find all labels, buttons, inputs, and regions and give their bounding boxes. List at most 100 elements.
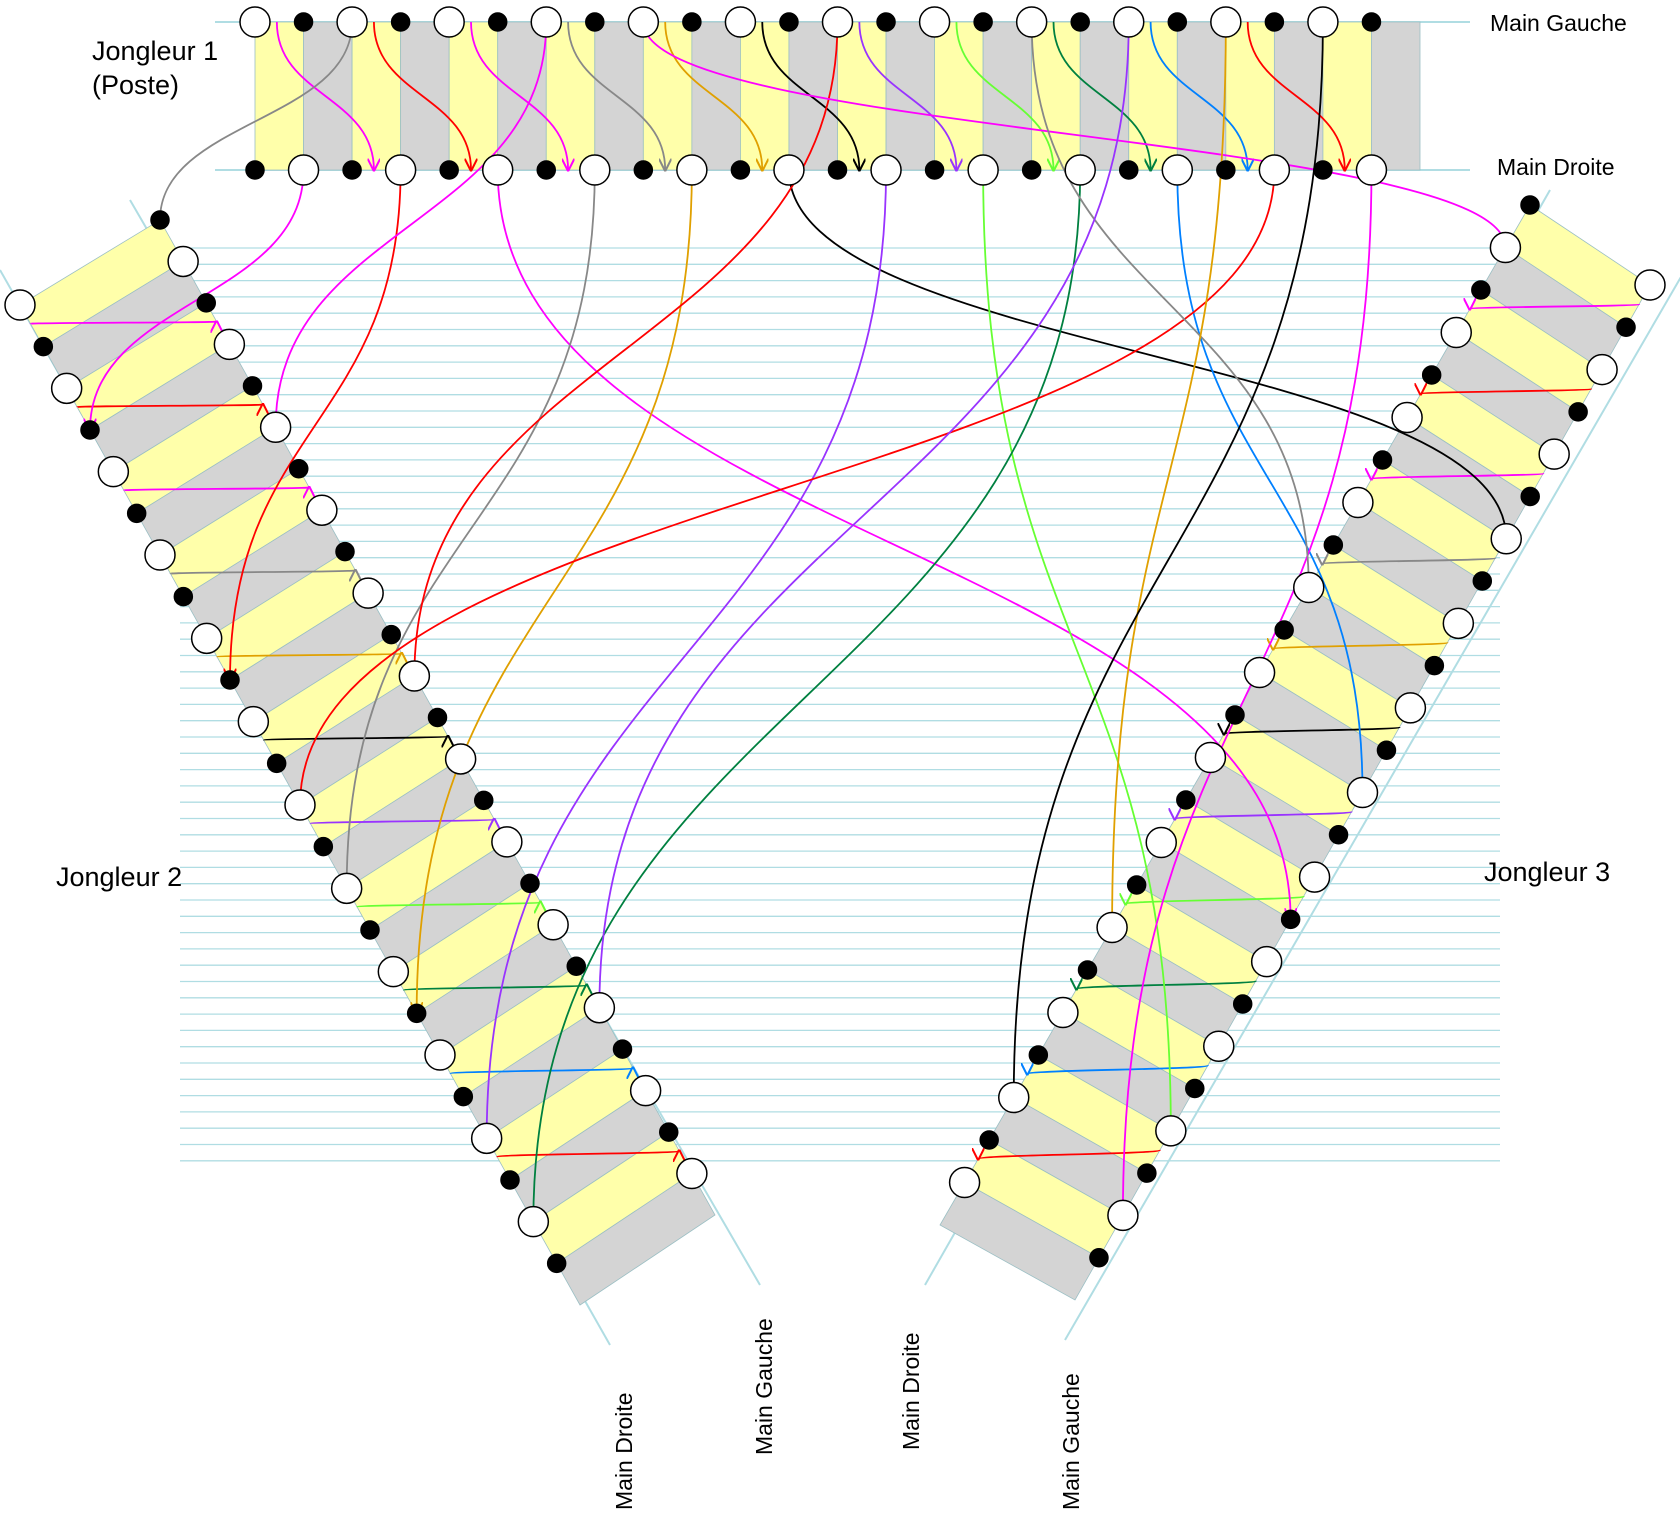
throw-circle bbox=[1210, 6, 1242, 38]
catch-dot bbox=[682, 12, 702, 32]
catch-dot bbox=[289, 459, 309, 479]
throw-arc bbox=[1012, 22, 1323, 1098]
j1-beat-band bbox=[1322, 21, 1372, 171]
throw-arc bbox=[1027, 1065, 1209, 1074]
throw-arc bbox=[159, 22, 352, 221]
catch-dot bbox=[1372, 450, 1393, 470]
catch-dot bbox=[335, 541, 355, 562]
catch-dot bbox=[1028, 1045, 1049, 1065]
j1-beat-band bbox=[594, 21, 644, 171]
throw-arc bbox=[598, 22, 1128, 1008]
throw-circle bbox=[1096, 911, 1128, 944]
throw-arc bbox=[90, 169, 305, 430]
throw-arc bbox=[1111, 22, 1226, 928]
catch-dot bbox=[293, 12, 314, 32]
throw-circle bbox=[629, 1074, 662, 1107]
throw-arc bbox=[309, 819, 495, 824]
throw-circle bbox=[190, 622, 223, 655]
catch-dot bbox=[1376, 740, 1397, 760]
j1-right-hand-label: Main Droite bbox=[1497, 154, 1615, 180]
throw-circle bbox=[1145, 826, 1177, 859]
throw-circle bbox=[1155, 1115, 1187, 1147]
throw-circle bbox=[1586, 353, 1618, 386]
catch-dot bbox=[827, 160, 848, 180]
throw-circle bbox=[1113, 6, 1145, 38]
throw-circle bbox=[444, 743, 477, 775]
throw-arc bbox=[643, 22, 1507, 248]
catch-dot bbox=[779, 12, 799, 32]
catch-dot bbox=[1126, 875, 1147, 895]
throw-arc bbox=[788, 169, 1506, 539]
catch-dot bbox=[487, 12, 508, 32]
catch-dot bbox=[1137, 1163, 1157, 1183]
catch-dot bbox=[390, 12, 411, 32]
j1-beat-band bbox=[497, 21, 547, 171]
catch-dot bbox=[566, 956, 586, 976]
catch-dot bbox=[1421, 365, 1442, 385]
throw-arc bbox=[1371, 473, 1545, 479]
catch-dot bbox=[1021, 160, 1042, 180]
j1-beat-band bbox=[303, 21, 353, 171]
throw-circle bbox=[1250, 945, 1283, 978]
j1-beat-band bbox=[1225, 21, 1275, 171]
throw-arc bbox=[417, 169, 693, 1013]
throw-circle bbox=[530, 6, 562, 38]
catch-dot bbox=[1119, 160, 1139, 180]
throw-arc bbox=[76, 404, 263, 407]
throw-circle bbox=[352, 577, 384, 609]
throw-arc bbox=[1176, 169, 1362, 793]
catch-dot bbox=[546, 1253, 567, 1274]
catch-dot bbox=[381, 624, 401, 645]
throw-circle bbox=[1442, 607, 1475, 640]
catch-dot bbox=[1361, 12, 1382, 32]
throw-arc bbox=[858, 21, 956, 170]
throw-arc bbox=[1052, 21, 1151, 170]
throw-circle bbox=[1538, 438, 1570, 470]
catch-dot bbox=[612, 1039, 633, 1059]
catch-dot bbox=[313, 836, 334, 857]
throw-circle bbox=[1161, 154, 1194, 186]
throw-arc bbox=[1224, 727, 1401, 734]
j3-right-hand-label: Main Droite bbox=[898, 1332, 924, 1450]
throw-circle bbox=[384, 154, 417, 186]
catch-dot bbox=[150, 210, 170, 230]
j2-right-hand-label: Main Droite bbox=[611, 1392, 637, 1510]
throw-circle bbox=[1394, 692, 1427, 724]
throw-arc bbox=[1322, 558, 1497, 564]
throw-circle bbox=[97, 455, 130, 488]
throw-circle bbox=[870, 154, 902, 186]
throw-arc bbox=[262, 736, 448, 740]
catch-dot bbox=[979, 1130, 999, 1150]
throw-arc bbox=[978, 1150, 1161, 1159]
catch-dot bbox=[406, 1003, 427, 1024]
throw-circle bbox=[481, 154, 514, 186]
throw-circle bbox=[287, 154, 320, 186]
catch-dot bbox=[266, 753, 287, 774]
catch-dot bbox=[342, 160, 362, 180]
catch-dot bbox=[1070, 12, 1090, 32]
throw-arc bbox=[533, 169, 1082, 1222]
throw-arc bbox=[567, 21, 665, 170]
throw-circle bbox=[491, 826, 523, 858]
catch-dot bbox=[633, 160, 654, 180]
juggler-1-role: (Poste) bbox=[92, 70, 180, 100]
catch-dot bbox=[973, 12, 993, 32]
catch-markers bbox=[4, 6, 1666, 1274]
throw-arc bbox=[1175, 812, 1353, 820]
throw-circle bbox=[1293, 571, 1325, 604]
throw-arc bbox=[982, 169, 1171, 1131]
catch-dot bbox=[80, 420, 100, 440]
throw-circle bbox=[336, 6, 368, 38]
throw-circle bbox=[213, 328, 246, 361]
juggler-3-name: Jongleur 3 bbox=[1484, 857, 1611, 887]
throw-circle bbox=[424, 1039, 456, 1071]
juggler-1-title: Jongleur 1 (Poste) bbox=[92, 34, 218, 102]
catch-dot bbox=[360, 920, 380, 940]
throw-arc bbox=[1032, 22, 1310, 588]
j1-beat-band bbox=[448, 21, 499, 171]
throw-arc bbox=[230, 169, 402, 680]
throw-arc bbox=[1126, 896, 1305, 904]
catch-dot bbox=[500, 1170, 520, 1190]
throw-circle bbox=[676, 1157, 708, 1190]
